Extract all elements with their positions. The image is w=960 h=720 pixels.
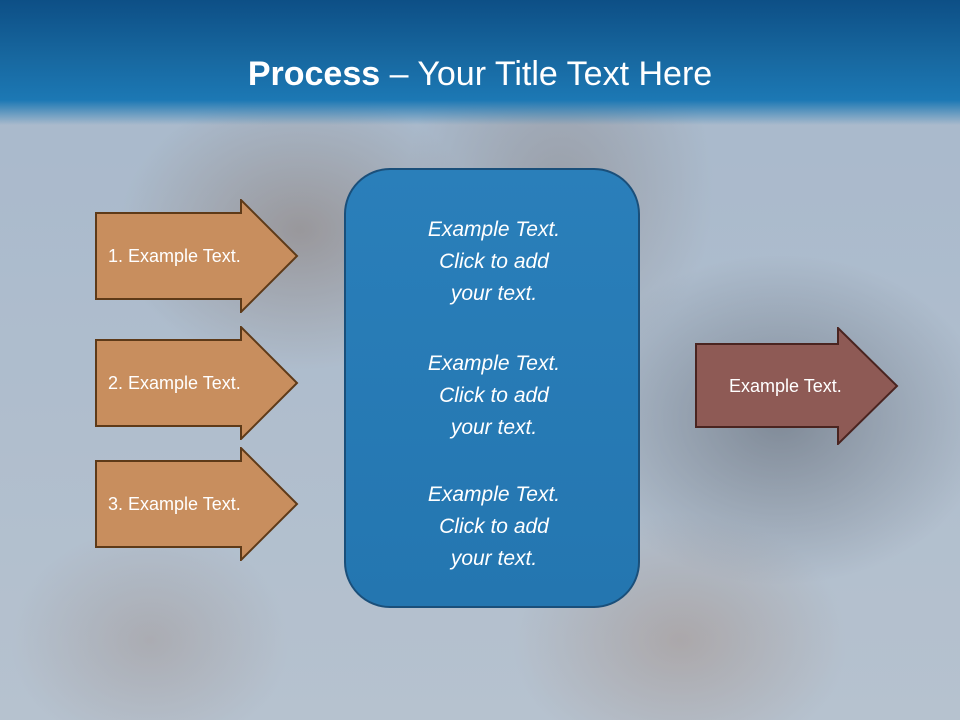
center-text-block-3[interactable]: Example Text. Click to add your text.: [346, 479, 642, 575]
block-line: your text.: [450, 547, 538, 570]
center-text-block-2[interactable]: Example Text. Click to add your text.: [346, 348, 642, 444]
block-line: Example Text.: [427, 352, 561, 375]
right-arrow-label: Example Text.: [729, 375, 842, 396]
title-bold: Process: [247, 55, 381, 93]
left-arrow-label: 2. Example Text.: [108, 372, 241, 393]
header-band: [0, 0, 960, 125]
right-arrow[interactable]: Example Text.: [695, 327, 899, 445]
title-rest: – Your Title Text Here: [380, 55, 713, 93]
block-line: Example Text.: [427, 483, 561, 506]
block-line: your text.: [450, 282, 538, 305]
slide-title[interactable]: Process – Your Title Text Here: [0, 52, 960, 96]
block-line: Click to add: [439, 250, 549, 273]
left-arrow-1[interactable]: 1. Example Text.: [95, 199, 299, 313]
block-line: Click to add: [439, 515, 549, 538]
block-line: Click to add: [439, 384, 549, 407]
block-line: your text.: [450, 416, 538, 439]
block-line: Example Text.: [427, 218, 561, 241]
left-arrow-3[interactable]: 3. Example Text.: [95, 447, 299, 561]
left-arrow-label: 1. Example Text.: [108, 245, 241, 266]
left-arrow-2[interactable]: 2. Example Text.: [95, 326, 299, 440]
center-text-box[interactable]: Example Text. Click to add your text. Ex…: [344, 168, 640, 608]
left-arrow-label: 3. Example Text.: [108, 493, 241, 514]
center-text-block-1[interactable]: Example Text. Click to add your text.: [346, 214, 642, 310]
